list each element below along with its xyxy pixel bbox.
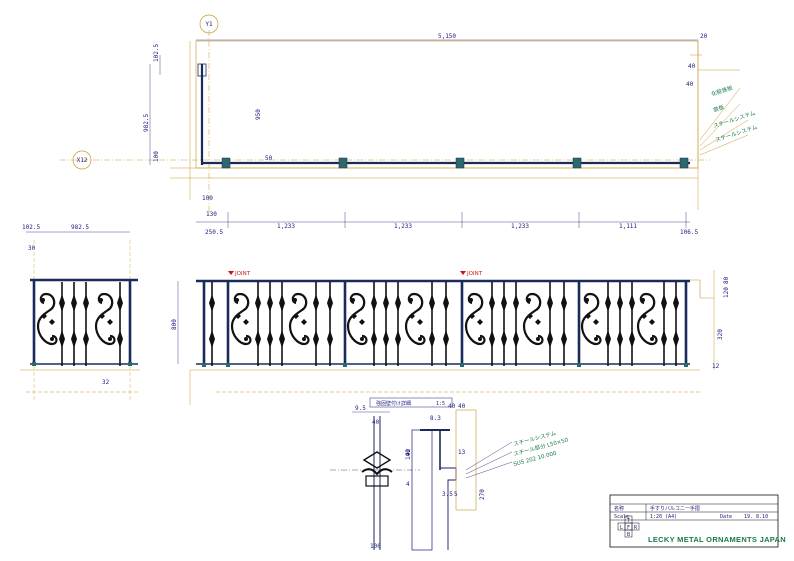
proj-r: R xyxy=(634,525,638,531)
plan-small-50: 50 xyxy=(265,155,273,162)
side-view: 102.5 982.5 30 32 xyxy=(20,224,140,400)
proj-f: F xyxy=(627,525,630,531)
plan-top-length: 5,150 xyxy=(438,33,456,40)
span-dim-2: 1,233 xyxy=(394,223,412,230)
axis-x12-label: X12 xyxy=(77,157,88,164)
plan-under-100: 100 xyxy=(202,195,213,202)
detail-title: 強固壁付け詳細 xyxy=(376,400,411,407)
projection-symbol: L F R B T xyxy=(617,515,640,538)
plan-right-dim-1: 40 xyxy=(688,63,696,70)
joint-label-2: JOINT xyxy=(466,271,483,277)
axis-y1-label: Y1 xyxy=(205,21,213,28)
side-dim-left: 102.5 xyxy=(22,224,40,231)
detail-dim-13: 13 xyxy=(458,449,466,456)
title-scale-value: 1:20 (A4) xyxy=(650,514,677,520)
plan-top-right: 20 xyxy=(700,33,708,40)
plan-left-dim-main: 982.5 xyxy=(143,114,150,132)
side-dim-small: 30 xyxy=(28,245,36,252)
title-name-value: 手すりバルコニー手摺 xyxy=(650,505,700,512)
plan-view: Y1 X12 5,150 20 102.5 982.5 100 950 50 4… xyxy=(60,14,759,236)
detail-dim-1: 40 xyxy=(372,419,380,426)
detail-dim-140: 140 xyxy=(405,449,412,460)
detail-dim-3: 9.5 xyxy=(355,405,366,412)
detail-dim-4: 4 xyxy=(406,481,410,488)
plan-under-130: 130 xyxy=(206,211,217,218)
detail-dim-5: 5 xyxy=(454,491,458,498)
plan-left-dim-bottom: 100 xyxy=(153,151,160,162)
proj-l: L xyxy=(620,525,623,531)
span-dim-4: 1,111 xyxy=(619,223,637,230)
detail-scale: 1:5 xyxy=(436,401,445,407)
title-date-label: Date xyxy=(720,514,732,520)
plan-left-dim-top: 102.5 xyxy=(153,44,160,62)
detail-view: 強固壁付け詳細 1:5 40 40 9.5 100 140 13 40 3.5 … xyxy=(330,397,569,551)
title-scale-label: Scale xyxy=(614,514,629,520)
title-block: 名称 手すりバルコニー手摺 Scale 1:20 (A4) Date 19. 8… xyxy=(609,494,786,548)
detail-dim-83: 8.3 xyxy=(430,415,441,422)
detail-dim-2: 40 xyxy=(448,403,456,410)
side-dim-main: 982.5 xyxy=(71,224,89,231)
elev-right-dim-3: 320 xyxy=(717,329,724,340)
detail-dim-270: 270 xyxy=(479,489,486,500)
proj-t: T xyxy=(627,518,630,524)
plan-right-dim-2: 40 xyxy=(686,81,694,88)
span-dim-3: 1,233 xyxy=(511,223,529,230)
wall-note-1: 化粧鉄板 xyxy=(710,83,734,98)
plan-inner-depth: 950 xyxy=(255,109,262,120)
detail-dim-35: 3.5 xyxy=(442,491,453,498)
elev-right-dim-2: 80 xyxy=(723,276,730,284)
elev-right-dim-1: 120 xyxy=(723,287,730,298)
span-start-dim: 250.5 xyxy=(205,229,223,236)
company-name: LECKY METAL ORNAMENTS JAPAN xyxy=(648,535,786,544)
detail-dim-100: 100 xyxy=(370,543,381,550)
elev-height: 800 xyxy=(171,319,178,330)
detail-dim-92: 92 xyxy=(405,448,412,456)
joint-label-1: JOINT xyxy=(234,271,251,277)
elev-bottom-right: 12 xyxy=(712,363,720,370)
elevation-view: 800 JOINT xyxy=(171,270,730,405)
proj-b: B xyxy=(627,532,630,538)
detail-dim-40: 40 xyxy=(458,403,466,410)
title-name-label: 名称 xyxy=(614,505,624,512)
title-date-value: 19. 8.10 xyxy=(744,514,768,520)
side-dim-bottom: 32 xyxy=(102,379,110,386)
span-dim-1: 1,233 xyxy=(277,223,295,230)
wall-note-2: 鉄板 xyxy=(712,103,725,114)
span-end-dim: 106.5 xyxy=(680,229,698,236)
